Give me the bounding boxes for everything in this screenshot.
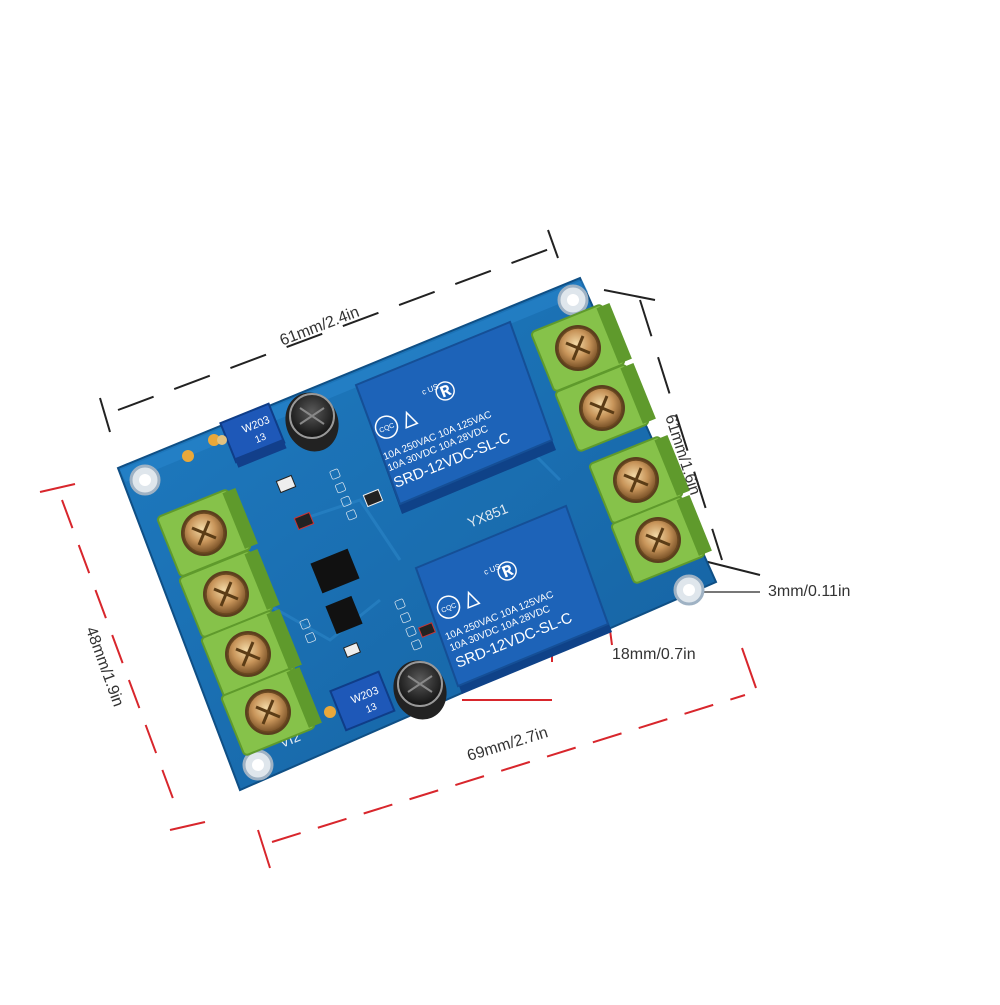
- relay-1-cqc-icon: [374, 415, 399, 439]
- terminal-right-top-2[interactable]: [554, 362, 656, 452]
- top-dimension-tick-left: [99, 397, 111, 433]
- smd-components: [182, 434, 437, 718]
- top-dimension-line: [117, 244, 561, 411]
- terminal-block-left: [156, 487, 322, 756]
- right-dimension-tick-bottom: [699, 559, 761, 576]
- right-dimension-line: [639, 299, 723, 561]
- led-1: [208, 434, 220, 446]
- terminal-right-top-1[interactable]: [530, 302, 632, 392]
- bottom-dimension-tick-left: [257, 829, 271, 869]
- relay-2-body: [414, 504, 610, 688]
- diode-1: [293, 511, 315, 531]
- bottom-dimension-tick-right: [741, 647, 757, 689]
- ic-chip: [310, 548, 360, 594]
- relay-1-body: [354, 320, 554, 506]
- potentiometer-top[interactable]: W203 13: [217, 402, 287, 468]
- diode-2: [417, 622, 437, 638]
- relay-1: CQC Ⓡ c US 10A 250VAC 10A 125VAC 10A 30V…: [354, 320, 556, 514]
- relay-2-cqc-icon: [436, 595, 461, 619]
- resistor-3: [342, 642, 362, 658]
- terminal-right-bottom-2[interactable]: [610, 494, 712, 584]
- capacitor-bottom: [393, 660, 447, 720]
- dimension-lines-black: [99, 229, 761, 576]
- right-dimension-tick-top: [603, 289, 656, 301]
- terminal-block-right-top: [530, 302, 656, 452]
- dimension-offset-label: 18mm/0.7in: [612, 646, 696, 663]
- transistor: [325, 595, 363, 635]
- resistor-1: [275, 474, 297, 494]
- terminal-right-bottom-1[interactable]: [588, 434, 690, 524]
- pot-bottom-marking-2: 13: [364, 701, 379, 716]
- led-2: [182, 450, 194, 462]
- terminal-left-3[interactable]: [200, 608, 302, 698]
- left-dimension-tick-bottom: [169, 821, 206, 831]
- resistor-2: [362, 488, 384, 508]
- dimension-hole-label: 3mm/0.11in: [768, 583, 851, 600]
- terminal-left-1[interactable]: [156, 487, 258, 577]
- capacitor-top: [285, 392, 339, 452]
- left-dimension-tick-top: [39, 483, 76, 493]
- terminal-block-right-bottom: [588, 434, 712, 584]
- led-3: [324, 706, 336, 718]
- potentiometer-bottom[interactable]: W203 13: [329, 670, 396, 732]
- terminal-left-4[interactable]: [220, 666, 322, 756]
- relay-1-warning-icon: [405, 410, 419, 429]
- terminal-left-2[interactable]: [178, 548, 280, 638]
- pot-top-screw-icon: [217, 435, 227, 445]
- mounting-holes: [129, 284, 705, 781]
- top-dimension-tick-right: [547, 229, 559, 259]
- left-dimension-line: [61, 499, 179, 813]
- relay-2-warning-icon: [467, 590, 481, 609]
- pot-top-marking-2: 13: [253, 431, 268, 446]
- bottom-dimension-line: [271, 694, 746, 843]
